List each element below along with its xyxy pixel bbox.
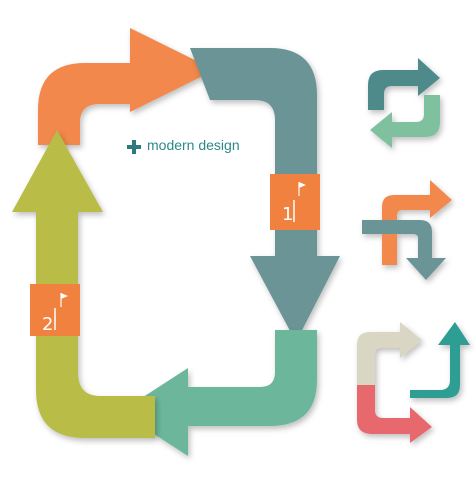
step-tag-2-number: 2: [42, 314, 53, 335]
olive-arrow: [12, 130, 155, 438]
plus-icon: [127, 140, 141, 154]
flag-icon: [60, 293, 68, 307]
split-arrows-icon: [362, 180, 452, 280]
mint-arrow: [120, 330, 317, 456]
orange-arrow: [38, 28, 215, 145]
slate-arrow: [190, 48, 340, 342]
caption-text: modern design: [147, 137, 240, 153]
refresh-cycle-icon: [368, 58, 440, 148]
step-tag-1-number: 1: [282, 204, 293, 225]
step-tag-1: 1: [270, 174, 320, 230]
step-tag-2: 2: [30, 284, 80, 336]
multi-arrow-cycle-icon: [357, 322, 470, 443]
flag-icon: [298, 182, 306, 196]
